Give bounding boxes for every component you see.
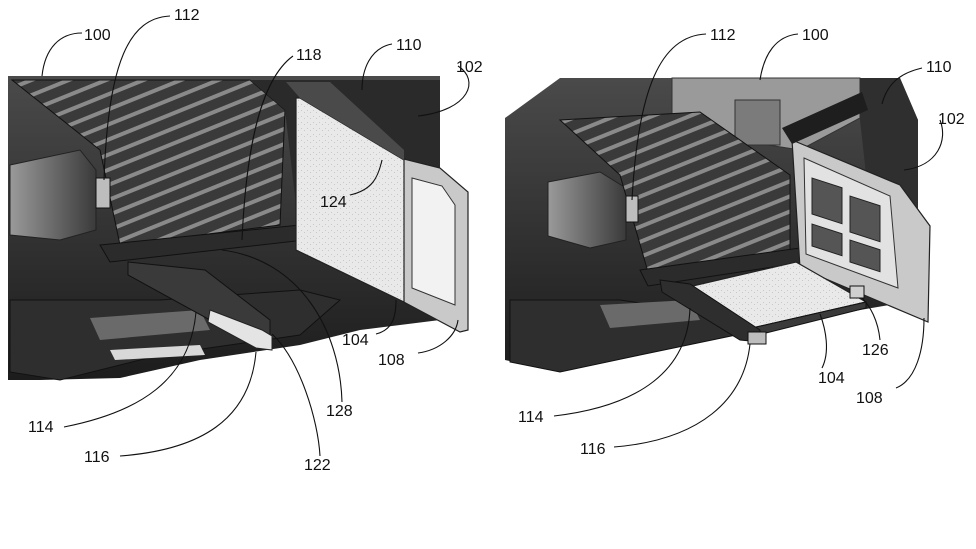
left-leader-110 bbox=[361, 43, 393, 91]
left-step bbox=[90, 310, 210, 340]
right-ref-116: 116 bbox=[580, 441, 606, 458]
right-leader-126 bbox=[861, 297, 881, 341]
right-ref-112: 112 bbox=[710, 27, 736, 44]
left-leader-108 bbox=[417, 319, 459, 354]
left-leader-100 bbox=[41, 32, 83, 77]
left-bumper bbox=[9, 289, 342, 381]
left-ref-110: 110 bbox=[396, 37, 422, 54]
left-leader-102 bbox=[417, 65, 470, 117]
left-leader-128 bbox=[221, 249, 343, 403]
right-leader-104 bbox=[819, 313, 828, 369]
left-panel-top bbox=[286, 82, 404, 160]
right-bracket-126 bbox=[849, 285, 865, 299]
right-pocket-b bbox=[849, 195, 881, 243]
left-ref-114: 114 bbox=[28, 419, 54, 436]
right-ref-102: 102 bbox=[938, 111, 965, 128]
left-ref-128: 128 bbox=[326, 403, 353, 420]
left-leader-104 bbox=[375, 299, 397, 335]
right-tailgate-top bbox=[782, 92, 868, 144]
left-step-lower bbox=[110, 345, 205, 360]
left-ref-100: 100 bbox=[84, 27, 111, 44]
left-ref-124: 124 bbox=[320, 194, 347, 211]
left-leader-124 bbox=[349, 159, 383, 196]
left-leader-112 bbox=[103, 15, 171, 181]
left-ref-104: 104 bbox=[342, 332, 369, 349]
left-ref-118: 118 bbox=[296, 47, 322, 64]
left-leader-114 bbox=[63, 311, 197, 428]
left-tailgate-inner bbox=[411, 177, 456, 306]
right-leader-116 bbox=[613, 343, 751, 448]
right-tail-light bbox=[547, 171, 627, 249]
left-ref-112: 112 bbox=[174, 7, 200, 24]
left-ref-108: 108 bbox=[378, 352, 405, 369]
right-step bbox=[600, 300, 700, 328]
right-ref-114: 114 bbox=[518, 409, 544, 426]
right-leader-110 bbox=[881, 67, 923, 105]
right-ref-126: 126 bbox=[862, 342, 889, 359]
right-leader-112 bbox=[631, 33, 707, 201]
right-figure: 112 100 110 102 126 104 108 114 116 bbox=[505, 27, 965, 458]
right-ref-104: 104 bbox=[818, 370, 845, 387]
left-panel bbox=[295, 97, 405, 303]
left-rail-tube bbox=[207, 309, 273, 351]
right-pocket-c bbox=[811, 223, 843, 257]
right-leader-102 bbox=[903, 119, 944, 171]
right-bed-box bbox=[734, 99, 781, 146]
right-rail-end bbox=[747, 331, 767, 345]
left-leader-116 bbox=[119, 351, 257, 457]
right-pocket-d bbox=[849, 239, 881, 273]
left-ref-116: 116 bbox=[84, 449, 110, 466]
right-ref-108: 108 bbox=[856, 390, 883, 407]
right-leader-100 bbox=[759, 33, 799, 81]
left-leader-118 bbox=[241, 55, 294, 241]
right-ref-110: 110 bbox=[926, 59, 952, 76]
right-leader-108 bbox=[895, 317, 925, 389]
left-ref-122: 122 bbox=[304, 457, 331, 474]
right-pocket-a bbox=[811, 177, 843, 225]
left-figure: 100 112 118 110 102 124 104 108 128 114 … bbox=[8, 7, 483, 474]
right-leader-114 bbox=[553, 307, 691, 417]
right-ref-100: 100 bbox=[802, 27, 829, 44]
left-tail-light bbox=[9, 149, 97, 241]
left-latch bbox=[95, 177, 111, 209]
left-leader-122 bbox=[271, 333, 321, 457]
left-ref-102: 102 bbox=[456, 59, 483, 76]
